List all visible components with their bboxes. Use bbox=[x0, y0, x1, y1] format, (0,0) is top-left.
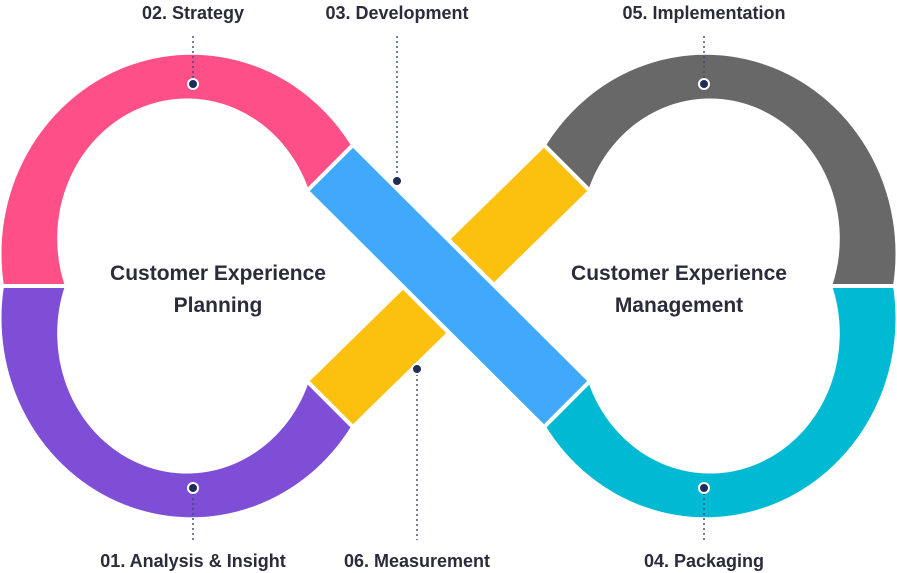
segment-development bbox=[304, 142, 593, 430]
label-packaging: 04. Packaging bbox=[644, 551, 764, 571]
dot-strategy bbox=[187, 78, 199, 90]
dot-implementation bbox=[698, 78, 710, 90]
label-analysis: 01. Analysis & Insight bbox=[100, 551, 285, 571]
label-implementation: 05. Implementation bbox=[622, 3, 785, 23]
segment-packaging bbox=[541, 284, 897, 522]
right-loop-title-line2: Management bbox=[615, 294, 743, 317]
segment-strategy bbox=[0, 50, 356, 288]
segment-analysis bbox=[0, 284, 356, 522]
dot-measurement bbox=[411, 363, 423, 375]
label-development: 03. Development bbox=[325, 3, 468, 23]
dot-packaging bbox=[698, 482, 710, 494]
dot-analysis bbox=[187, 482, 199, 494]
left-loop-title-line1: Customer Experience bbox=[110, 262, 326, 285]
segment-implementation bbox=[541, 50, 897, 288]
label-measurement: 06. Measurement bbox=[344, 551, 490, 571]
right-loop-title-line1: Customer Experience bbox=[571, 262, 787, 285]
label-strategy: 02. Strategy bbox=[142, 3, 244, 23]
left-loop-title-line2: Planning bbox=[174, 294, 263, 317]
dot-development bbox=[391, 175, 403, 187]
